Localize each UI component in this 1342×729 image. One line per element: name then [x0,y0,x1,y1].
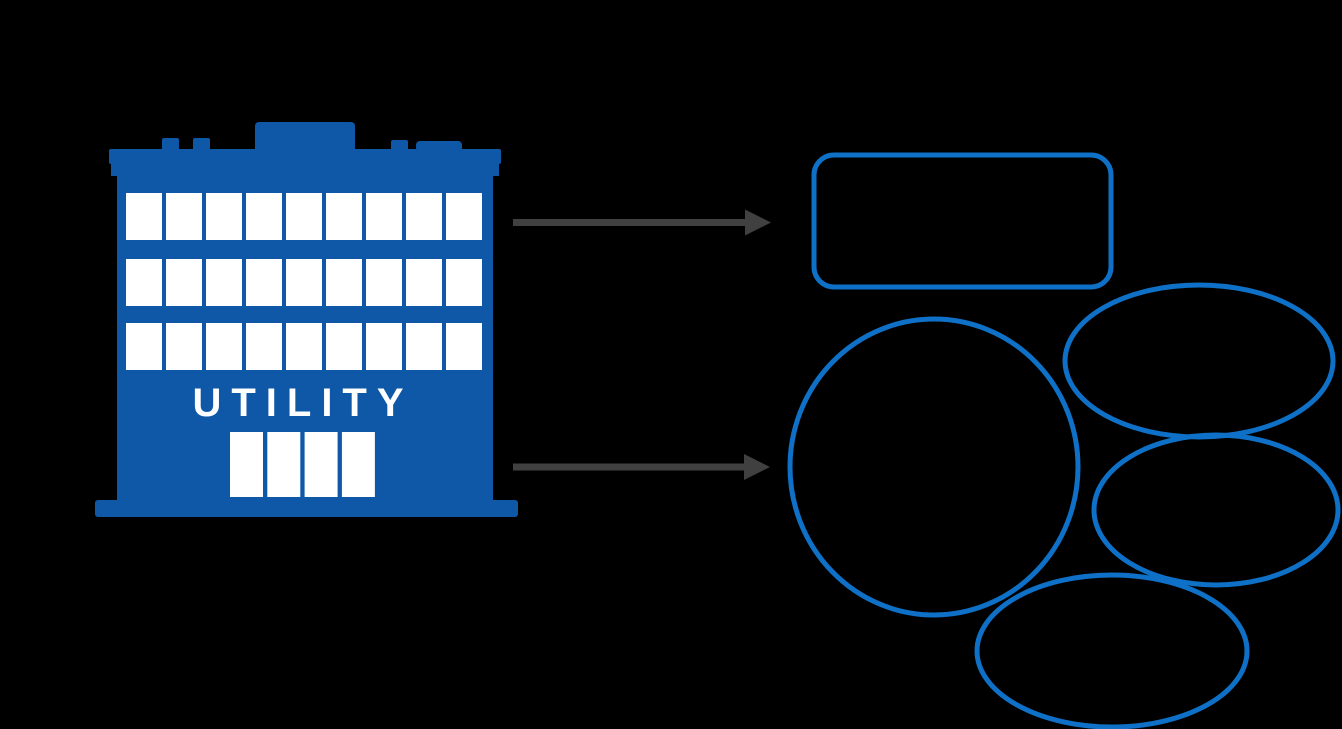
building-window [206,259,242,306]
building-window [326,259,362,306]
building-window [326,193,362,240]
building-door-panel [341,432,375,497]
middle-right-ellipse [1091,432,1341,588]
building-roof-block [193,138,210,152]
building-window [366,259,402,306]
building-window [366,193,402,240]
bottom-ellipse [974,572,1250,729]
large-circle [787,316,1081,618]
building-window [206,193,242,240]
utility-building-icon: UTILITY [95,122,518,517]
building-window [446,193,482,240]
building-window [166,259,202,306]
building-window [366,323,402,370]
building-door-panel [267,432,301,497]
building-window [206,323,242,370]
building-window [406,323,442,370]
building-window [406,193,442,240]
building-window [286,323,322,370]
building-door-panel [230,432,263,497]
building-window [126,323,162,370]
bottom-arrow-head [744,454,770,480]
building-window [326,323,362,370]
building-cornice-tab [492,162,499,176]
building-window [286,259,322,306]
building-window [246,259,282,306]
building-base [95,500,518,517]
building-roof-block [162,138,179,152]
building-name-label: UTILITY [192,381,413,425]
top-right-ellipse [1062,282,1336,440]
building-cornice [109,149,501,164]
building-door-panel [304,432,338,497]
top-arrow [513,209,771,236]
building-window [286,193,322,240]
building-cornice-tab [111,162,118,176]
building-penthouse [255,122,355,154]
building-window [246,193,282,240]
building-window [446,259,482,306]
bottom-arrow [513,454,770,480]
building-window [446,323,482,370]
building-window [126,193,162,240]
rounded-box [811,152,1114,290]
building-door [230,432,375,497]
building-window [126,259,162,306]
building-window [406,259,442,306]
top-arrow-head [745,209,771,236]
building-windows [126,193,482,370]
building-window [166,193,202,240]
building-window [166,323,202,370]
building-window [246,323,282,370]
